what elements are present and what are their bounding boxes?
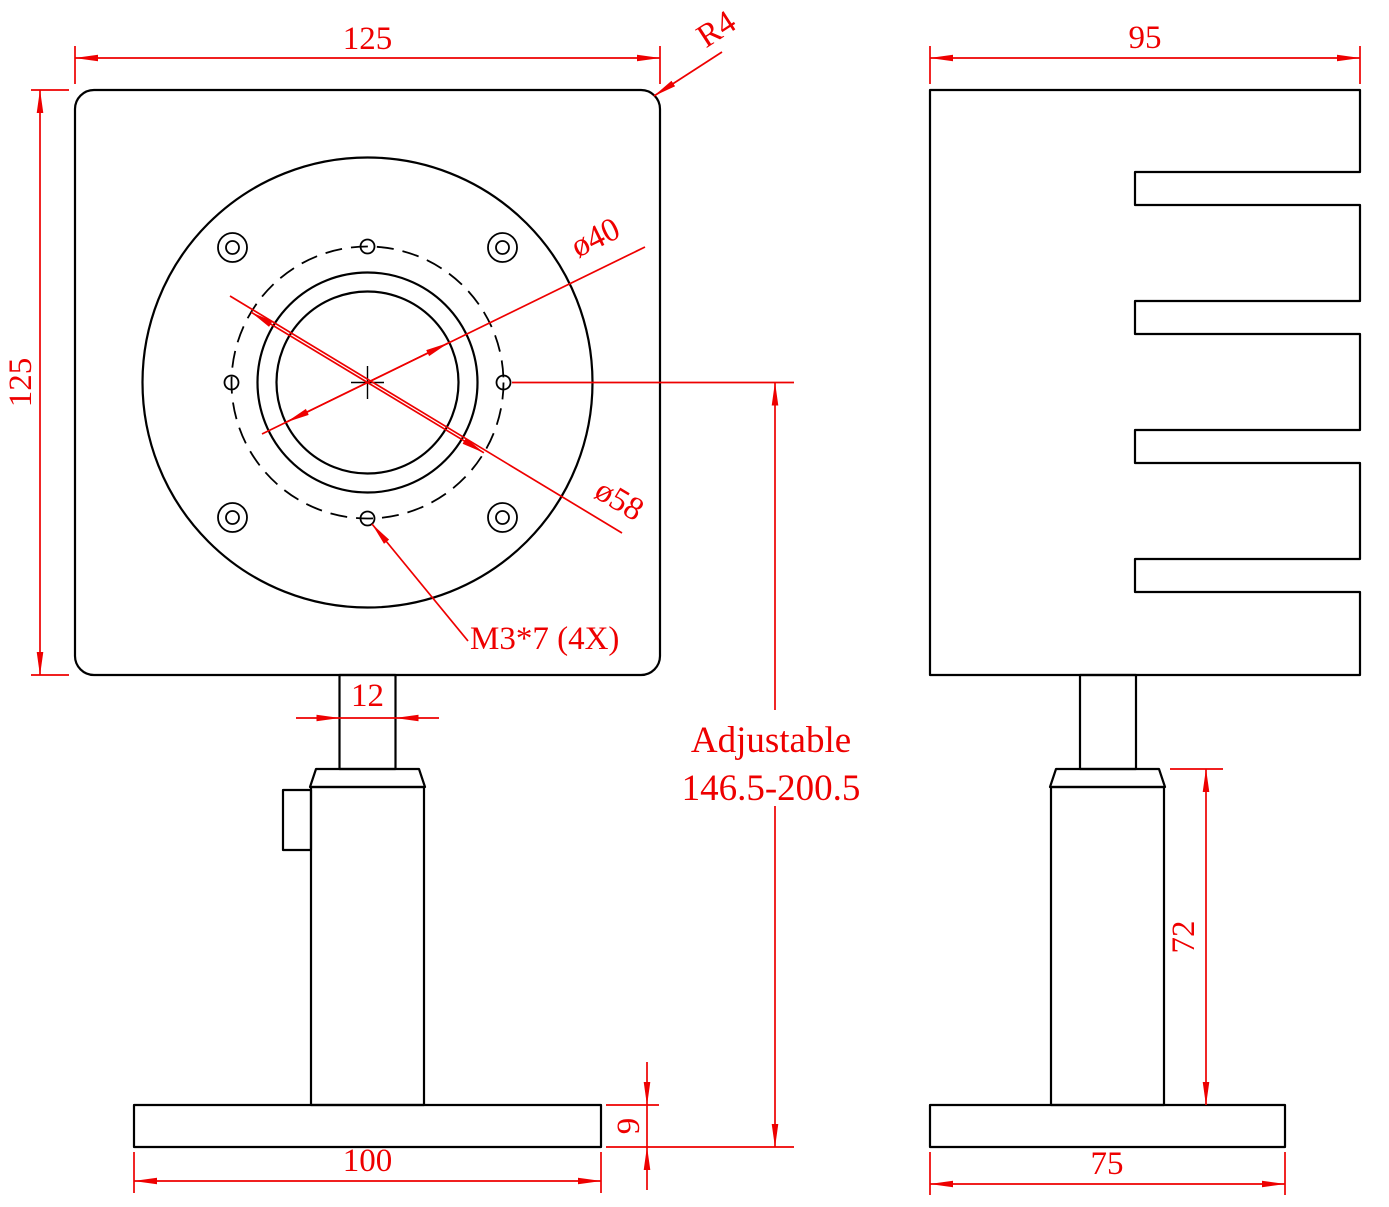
dim-base-thickness: 9 — [606, 1062, 659, 1190]
dim-side-base-width: 75 — [929, 1146, 1286, 1195]
dim-adjustable-height: Adjustable 146.5-200.5 — [512, 381, 861, 1148]
dim-thread-callout: M3*7 (4X) — [371, 523, 619, 657]
bolt-circle-dashed — [230, 245, 505, 520]
post-height-label: 72 — [1166, 921, 1202, 954]
corner-screw-hole — [487, 502, 518, 533]
dim-front-height-label: 125 — [3, 358, 39, 408]
stem-width-label: 12 — [351, 678, 384, 714]
dim-aperture-diameter: ø40 — [261, 211, 646, 435]
front-view — [73, 88, 662, 1149]
side-width-label: 95 — [1129, 20, 1162, 56]
clamp-knob — [281, 788, 313, 852]
aperture-ring-outer — [256, 271, 479, 494]
aperture-diameter-label: ø40 — [565, 211, 625, 265]
dim-stem-width: 12 — [296, 678, 439, 722]
side-base-width-label: 75 — [1091, 1146, 1124, 1182]
corner-screw-hole — [217, 232, 248, 263]
dim-front-overall-height: 125 — [3, 89, 69, 676]
aperture-circle — [275, 290, 460, 475]
bolt-hole-bottom — [359, 510, 376, 527]
base-thickness-label: 9 — [611, 1118, 647, 1135]
dim-front-width-label: 125 — [343, 21, 393, 57]
bolt-hole-left — [223, 374, 240, 391]
base-front — [132, 1103, 603, 1149]
heatsink-body — [928, 88, 1362, 677]
bolt-circle-diameter-label: ø58 — [589, 472, 650, 528]
post-front — [309, 785, 426, 1107]
dim-front-overall-width: 125 — [74, 21, 661, 84]
base-side — [928, 1103, 1287, 1149]
collar-front — [308, 767, 427, 789]
adjustable-label: Adjustable — [691, 720, 851, 761]
side-view — [928, 88, 1362, 1149]
dim-front-base-width: 100 — [133, 1143, 602, 1193]
post-side — [1049, 785, 1166, 1107]
dim-post-height: 72 — [1166, 768, 1223, 1106]
dim-corner-radius: R4 — [653, 4, 743, 97]
dim-side-overall-width: 95 — [929, 20, 1361, 84]
bolt-hole-right — [495, 374, 512, 391]
corner-screw-hole — [217, 502, 248, 533]
corner-screw-hole — [487, 232, 518, 263]
corner-radius-label: R4 — [691, 4, 743, 55]
adjustable-range-label: 146.5-200.5 — [682, 768, 861, 809]
thread-callout-label: M3*7 (4X) — [470, 621, 619, 657]
collar-side — [1048, 767, 1167, 789]
front-base-width-label: 100 — [343, 1143, 393, 1179]
bolt-hole-top — [359, 238, 376, 255]
stem-side — [1078, 673, 1138, 771]
